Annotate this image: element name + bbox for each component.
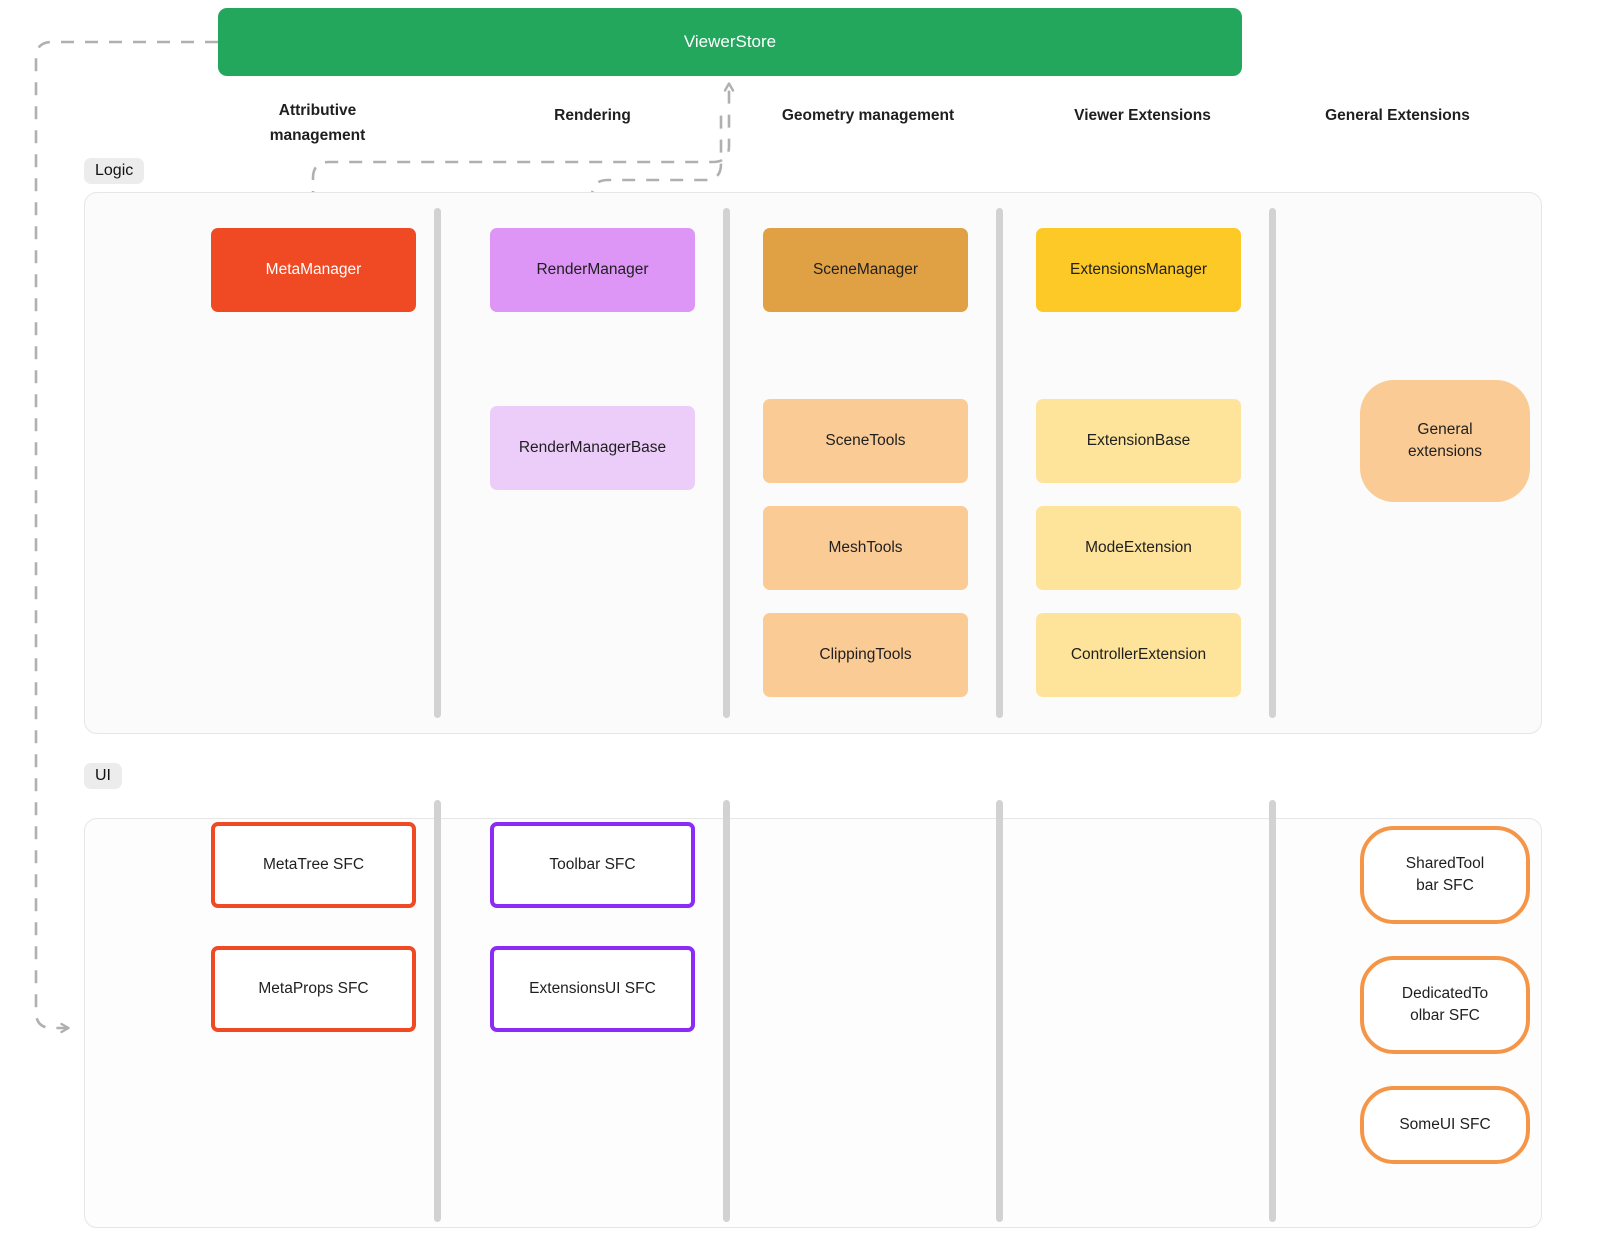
node-toolbar-sfc[interactable]: Toolbar SFC [490,822,695,908]
node-scene-manager[interactable]: SceneManager [763,228,968,312]
node-someui-sfc[interactable]: SomeUI SFC [1360,1086,1530,1164]
node-clipping-tools[interactable]: ClippingTools [763,613,968,697]
divider-ui-1 [434,800,441,1222]
node-sharedtoolbar-sfc-label: SharedTool bar SFC [1405,855,1485,894]
node-sharedtoolbar-sfc[interactable]: SharedTool bar SFC [1360,826,1530,924]
node-mode-extension-label: ModeExtension [1085,539,1192,557]
node-extension-base[interactable]: ExtensionBase [1036,399,1241,483]
node-meta-manager[interactable]: MetaManager [211,228,416,312]
node-metatree-sfc-label: MetaTree SFC [262,856,365,874]
column-header-rendering-label: Rendering [554,107,631,124]
node-controller-extension[interactable]: ControllerExtension [1036,613,1241,697]
column-header-geometry-label: Geometry management [781,107,955,124]
node-metaprops-sfc[interactable]: MetaProps SFC [211,946,416,1032]
column-header-geometry: Geometry management [745,103,991,128]
node-metaprops-sfc-label: MetaProps SFC [258,980,369,998]
node-controller-extension-label: ControllerExtension [1070,646,1207,664]
node-dedicatedtoolbar-sfc-label: DedicatedTo olbar SFC [1401,985,1489,1024]
section-badge-logic-label: Logic [95,162,134,179]
node-extensionsui-sfc-label: ExtensionsUI SFC [529,980,656,998]
node-metatree-sfc[interactable]: MetaTree SFC [211,822,416,908]
column-header-general-extensions: General Extensions [1285,103,1510,128]
node-render-manager-base[interactable]: RenderManagerBase [490,406,695,490]
node-render-manager-base-label: RenderManagerBase [518,439,667,457]
node-general-extensions[interactable]: General extensions [1360,380,1530,502]
node-extensions-manager-label: ExtensionsManager [1070,261,1207,279]
node-dedicatedtoolbar-sfc[interactable]: DedicatedTo olbar SFC [1360,956,1530,1054]
divider-ui-2 [723,800,730,1222]
node-mode-extension[interactable]: ModeExtension [1036,506,1241,590]
viewer-store-label: ViewerStore [683,32,777,51]
column-header-viewer-extensions-label: Viewer Extensions [1074,107,1211,124]
column-header-attributive-label: Attributive management [269,102,366,145]
node-someui-sfc-label: SomeUI SFC [1399,1116,1491,1134]
node-toolbar-sfc-label: Toolbar SFC [549,856,636,874]
section-badge-logic: Logic [84,158,145,184]
node-extensionsui-sfc[interactable]: ExtensionsUI SFC [490,946,695,1032]
node-scene-tools[interactable]: SceneTools [763,399,968,483]
divider-logic-2 [723,208,730,718]
node-clipping-tools-label: ClippingTools [819,646,912,664]
node-render-manager-label: RenderManager [536,261,649,279]
divider-logic-4 [1269,208,1276,718]
section-badge-ui: UI [84,763,122,789]
node-extension-base-label: ExtensionBase [1086,432,1191,450]
node-scene-manager-label: SceneManager [812,261,919,279]
divider-logic-3 [996,208,1003,718]
divider-ui-3 [996,800,1003,1222]
column-header-viewer-extensions: Viewer Extensions [1030,103,1255,128]
node-scene-tools-label: SceneTools [825,432,906,450]
node-meta-manager-label: MetaManager [265,261,362,279]
node-render-manager[interactable]: RenderManager [490,228,695,312]
node-general-extensions-label: General extensions [1407,421,1483,460]
divider-logic-1 [434,208,441,718]
node-extensions-manager[interactable]: ExtensionsManager [1036,228,1241,312]
column-header-attributive: Attributive management [205,98,430,148]
section-badge-ui-label: UI [95,767,111,784]
column-header-general-extensions-label: General Extensions [1325,107,1470,124]
node-mesh-tools-label: MeshTools [828,539,903,557]
divider-ui-4 [1269,800,1276,1222]
viewer-store-bar[interactable]: ViewerStore [218,8,1242,76]
node-mesh-tools[interactable]: MeshTools [763,506,968,590]
column-header-rendering: Rendering [480,103,705,128]
